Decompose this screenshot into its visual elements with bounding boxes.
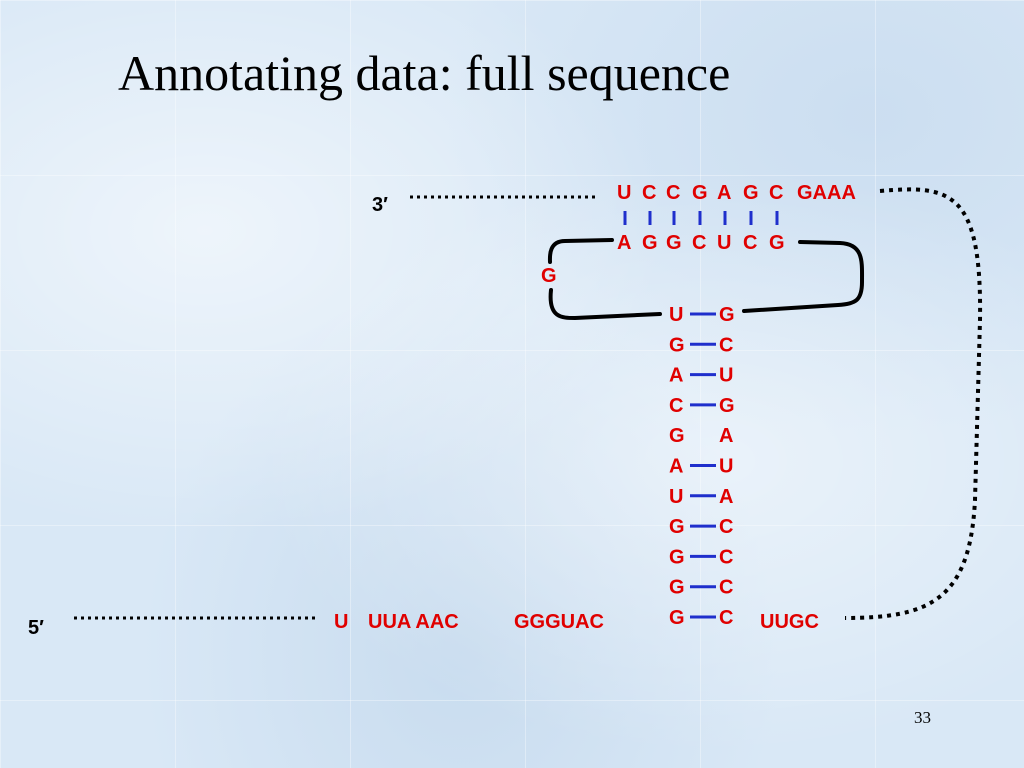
stem-left-base: G bbox=[669, 425, 685, 447]
stem-right-base: G bbox=[719, 395, 735, 417]
top-strand-base: GAAA bbox=[797, 182, 856, 204]
stem-right-base: U bbox=[719, 456, 733, 478]
stem-left-base: G bbox=[669, 577, 685, 599]
bottom-strand-segment: GGGUAC bbox=[514, 611, 604, 633]
stem-right-base: U bbox=[719, 365, 733, 387]
stem-left-base: G bbox=[669, 607, 685, 629]
lower-strand-base: U bbox=[717, 232, 731, 254]
stem-right-base: A bbox=[719, 486, 733, 508]
right-loop-bracket bbox=[742, 240, 865, 313]
top-strand-base: C bbox=[666, 182, 680, 204]
lower-strand-base: G bbox=[769, 232, 785, 254]
lower-strand-base: A bbox=[617, 232, 631, 254]
left-loop-bracket-bottom bbox=[548, 288, 662, 321]
stem-right-base: G bbox=[719, 304, 735, 326]
stem-left-base: A bbox=[669, 365, 683, 387]
bottom-strand-segment: UUA AAC bbox=[368, 611, 459, 633]
connecting-dotted-strand bbox=[844, 187, 983, 620]
bottom-strand: U UUA AAC GGGUAC UUGC bbox=[334, 611, 819, 633]
bottom-strand-segment: UUGC bbox=[760, 611, 819, 633]
stem-right-base: C bbox=[719, 516, 733, 538]
five-prime-label: 5′ bbox=[28, 617, 44, 639]
loop-base: G bbox=[541, 265, 557, 287]
stem-right-base: C bbox=[719, 577, 733, 599]
lower-strand-base: C bbox=[743, 232, 757, 254]
top-strand-base: G bbox=[743, 182, 759, 204]
stem-right-base: C bbox=[719, 546, 733, 568]
page-number: 33 bbox=[914, 708, 931, 727]
stem-right-base: C bbox=[719, 334, 733, 356]
stem-left-base: A bbox=[669, 456, 683, 478]
stem-left-base: U bbox=[669, 304, 683, 326]
top-strand-base: G bbox=[692, 182, 708, 204]
left-loop-bracket-top bbox=[547, 238, 614, 264]
top-strand-base: U bbox=[617, 182, 631, 204]
top-strand-base: C bbox=[642, 182, 656, 204]
helix-bond-ticks bbox=[623, 211, 779, 225]
stem-left-base: G bbox=[669, 334, 685, 356]
stem-right-base: C bbox=[719, 607, 733, 629]
lower-strand-base: G bbox=[666, 232, 682, 254]
stem-left-base: G bbox=[669, 546, 685, 568]
lower-strand-base: G bbox=[642, 232, 658, 254]
top-strand-base: C bbox=[769, 182, 783, 204]
slide-title: Annotating data: full sequence bbox=[118, 45, 731, 101]
bottom-strand-segment: U bbox=[334, 611, 348, 633]
stem-left-base: U bbox=[669, 486, 683, 508]
top-strand-base: A bbox=[717, 182, 731, 204]
stem-left-base: G bbox=[669, 516, 685, 538]
lower-strand-base: C bbox=[692, 232, 706, 254]
three-prime-label: 3′ bbox=[372, 194, 388, 216]
stem-left-base: C bbox=[669, 395, 683, 417]
stem-right-base: A bbox=[719, 425, 733, 447]
